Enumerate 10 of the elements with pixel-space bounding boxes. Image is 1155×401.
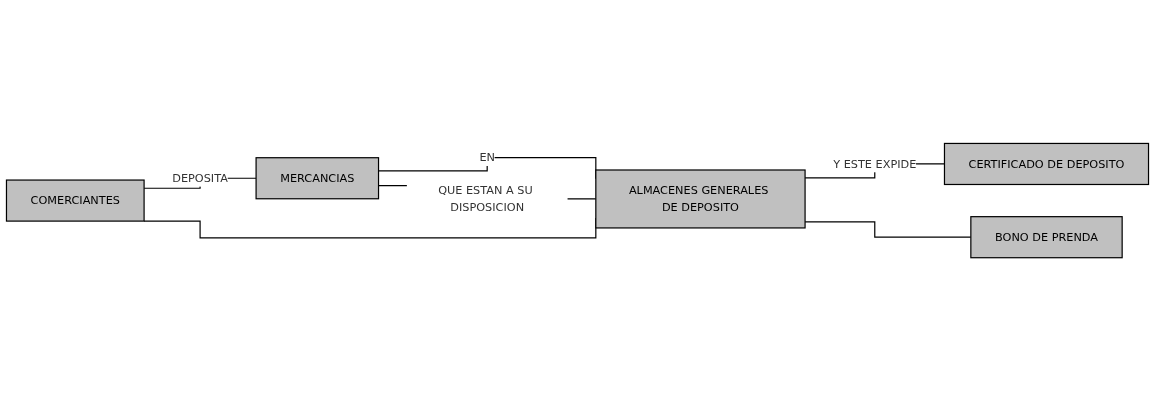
edge-label: DEPOSITA (172, 171, 228, 185)
edge-label: EN (479, 150, 495, 164)
edge-label: Y ESTE EXPIDE (833, 157, 917, 170)
edge-label: QUE ESTAN A SU DISPOSICION (438, 183, 533, 214)
node-box: MERCANCIAS (255, 157, 380, 200)
connector (143, 217, 597, 239)
node-box: CERTIFICADO DE DEPOSITO (943, 142, 1150, 185)
node-box: COMERCIANTES (5, 179, 145, 222)
node-box: BONO DE PRENDA (970, 216, 1123, 259)
node-box: ALMACENES GENERALES DE DEPOSITO (595, 169, 806, 229)
